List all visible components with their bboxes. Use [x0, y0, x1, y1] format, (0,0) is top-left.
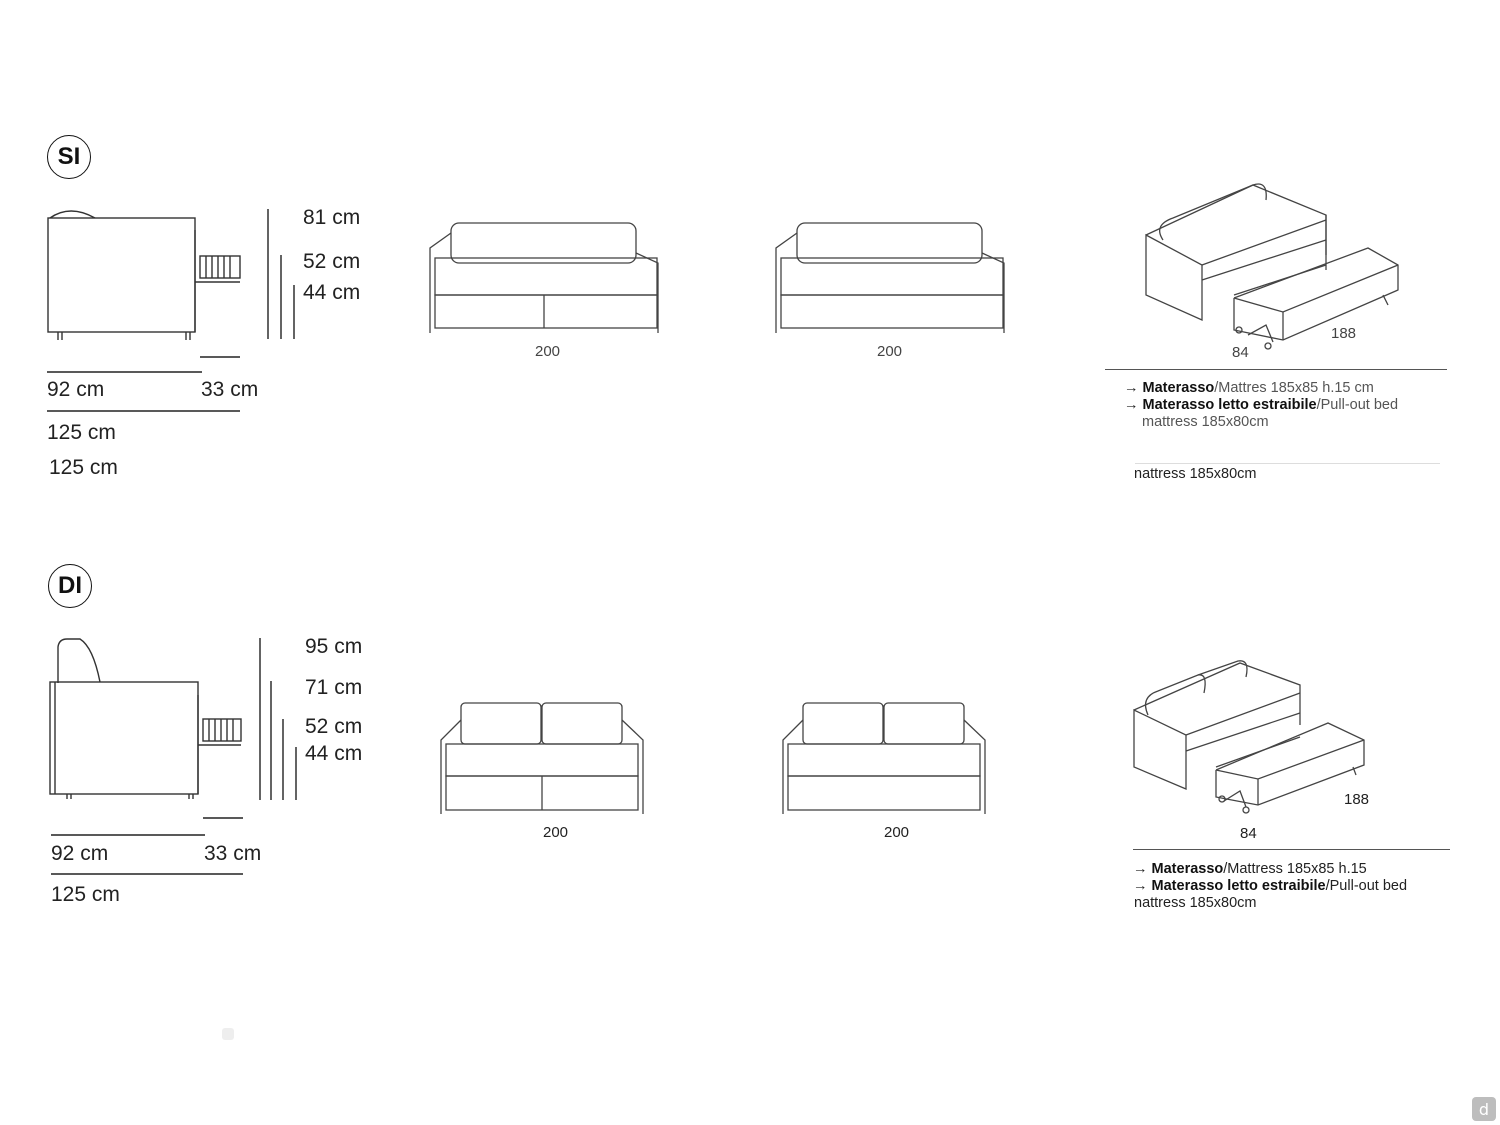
front-view-drawing-si-2 [775, 222, 1005, 333]
dim-depth-di: 92 cm [51, 842, 109, 865]
height-dim-lines-di [259, 638, 297, 800]
front-view-drawing-di-2 [782, 702, 986, 814]
note-di-line1: → Materasso/Mattress 185x85 h.15 [1133, 861, 1367, 877]
front-view-drawing-si-1 [429, 222, 659, 333]
iso-depth-label-si: 84 [1232, 344, 1249, 361]
iso-length-label-di: 188 [1344, 791, 1370, 808]
note-si-line1: → Materasso/Mattres 185x85 h.15 cm [1124, 380, 1374, 396]
side-view-drawing-di [49, 638, 242, 799]
badge-di: DI [48, 564, 92, 608]
iso-length-label-si: 188 [1331, 325, 1357, 342]
iso-depth-label-di: 84 [1240, 825, 1257, 842]
note-divider-si [1105, 369, 1447, 370]
front-width-label-di-1: 200 [543, 824, 569, 841]
isometric-drawing-di [1133, 660, 1365, 814]
brand-logo-icon[interactable]: d [1472, 1097, 1496, 1121]
note-divider-di [1133, 849, 1450, 850]
dim-height-total: 81 cm [303, 206, 361, 229]
dim-depth-open-di: 125 cm [51, 883, 120, 906]
dim-height-total-di: 95 cm [305, 635, 363, 658]
arrow-right-icon: → [1133, 861, 1148, 877]
arrow-right-icon: → [1133, 878, 1148, 894]
badge-si: SI [47, 135, 91, 179]
note-di-line2: → Materasso letto estraibile/Pull-out be… [1133, 878, 1408, 894]
dim-height-armrest: 52 cm [303, 250, 361, 273]
dim-shelf-di: 33 cm [204, 842, 262, 865]
faint-marker [222, 1028, 234, 1040]
isometric-drawing-si [1145, 183, 1399, 350]
note-di-line3: nattress 185x80cm [1134, 895, 1257, 911]
note-divider-si-faint [1135, 463, 1440, 464]
dim-depth-open-duplicate: 125 cm [49, 456, 118, 474]
height-dim-lines-si [267, 209, 295, 339]
note-si-line3-duplicate: nattress 185x80cm [1134, 466, 1257, 482]
front-width-label-di-2: 200 [884, 824, 910, 841]
front-width-label-si-1: 200 [535, 343, 561, 360]
arrow-right-icon: → [1124, 397, 1139, 413]
depth-dim-lines-si [47, 356, 240, 412]
dim-height-seat: 44 cm [303, 281, 361, 304]
side-view-drawing-si [47, 210, 241, 340]
depth-dim-lines-di [51, 817, 243, 875]
note-si-line2: → Materasso letto estraibile/Pull-out be… [1124, 397, 1399, 413]
dim-shelf: 33 cm [201, 378, 259, 401]
dim-depth: 92 cm [47, 378, 105, 401]
note-si-line3: mattress 185x80cm [1142, 414, 1269, 430]
front-view-drawing-di-1 [440, 702, 644, 814]
arrow-right-icon: → [1124, 380, 1139, 396]
front-width-label-si-2: 200 [877, 343, 903, 360]
dim-height-back-di: 71 cm [305, 676, 363, 699]
dim-height-armrest-di: 52 cm [305, 715, 363, 738]
dim-height-seat-di: 44 cm [305, 742, 363, 765]
dim-depth-open: 125 cm [47, 421, 116, 444]
